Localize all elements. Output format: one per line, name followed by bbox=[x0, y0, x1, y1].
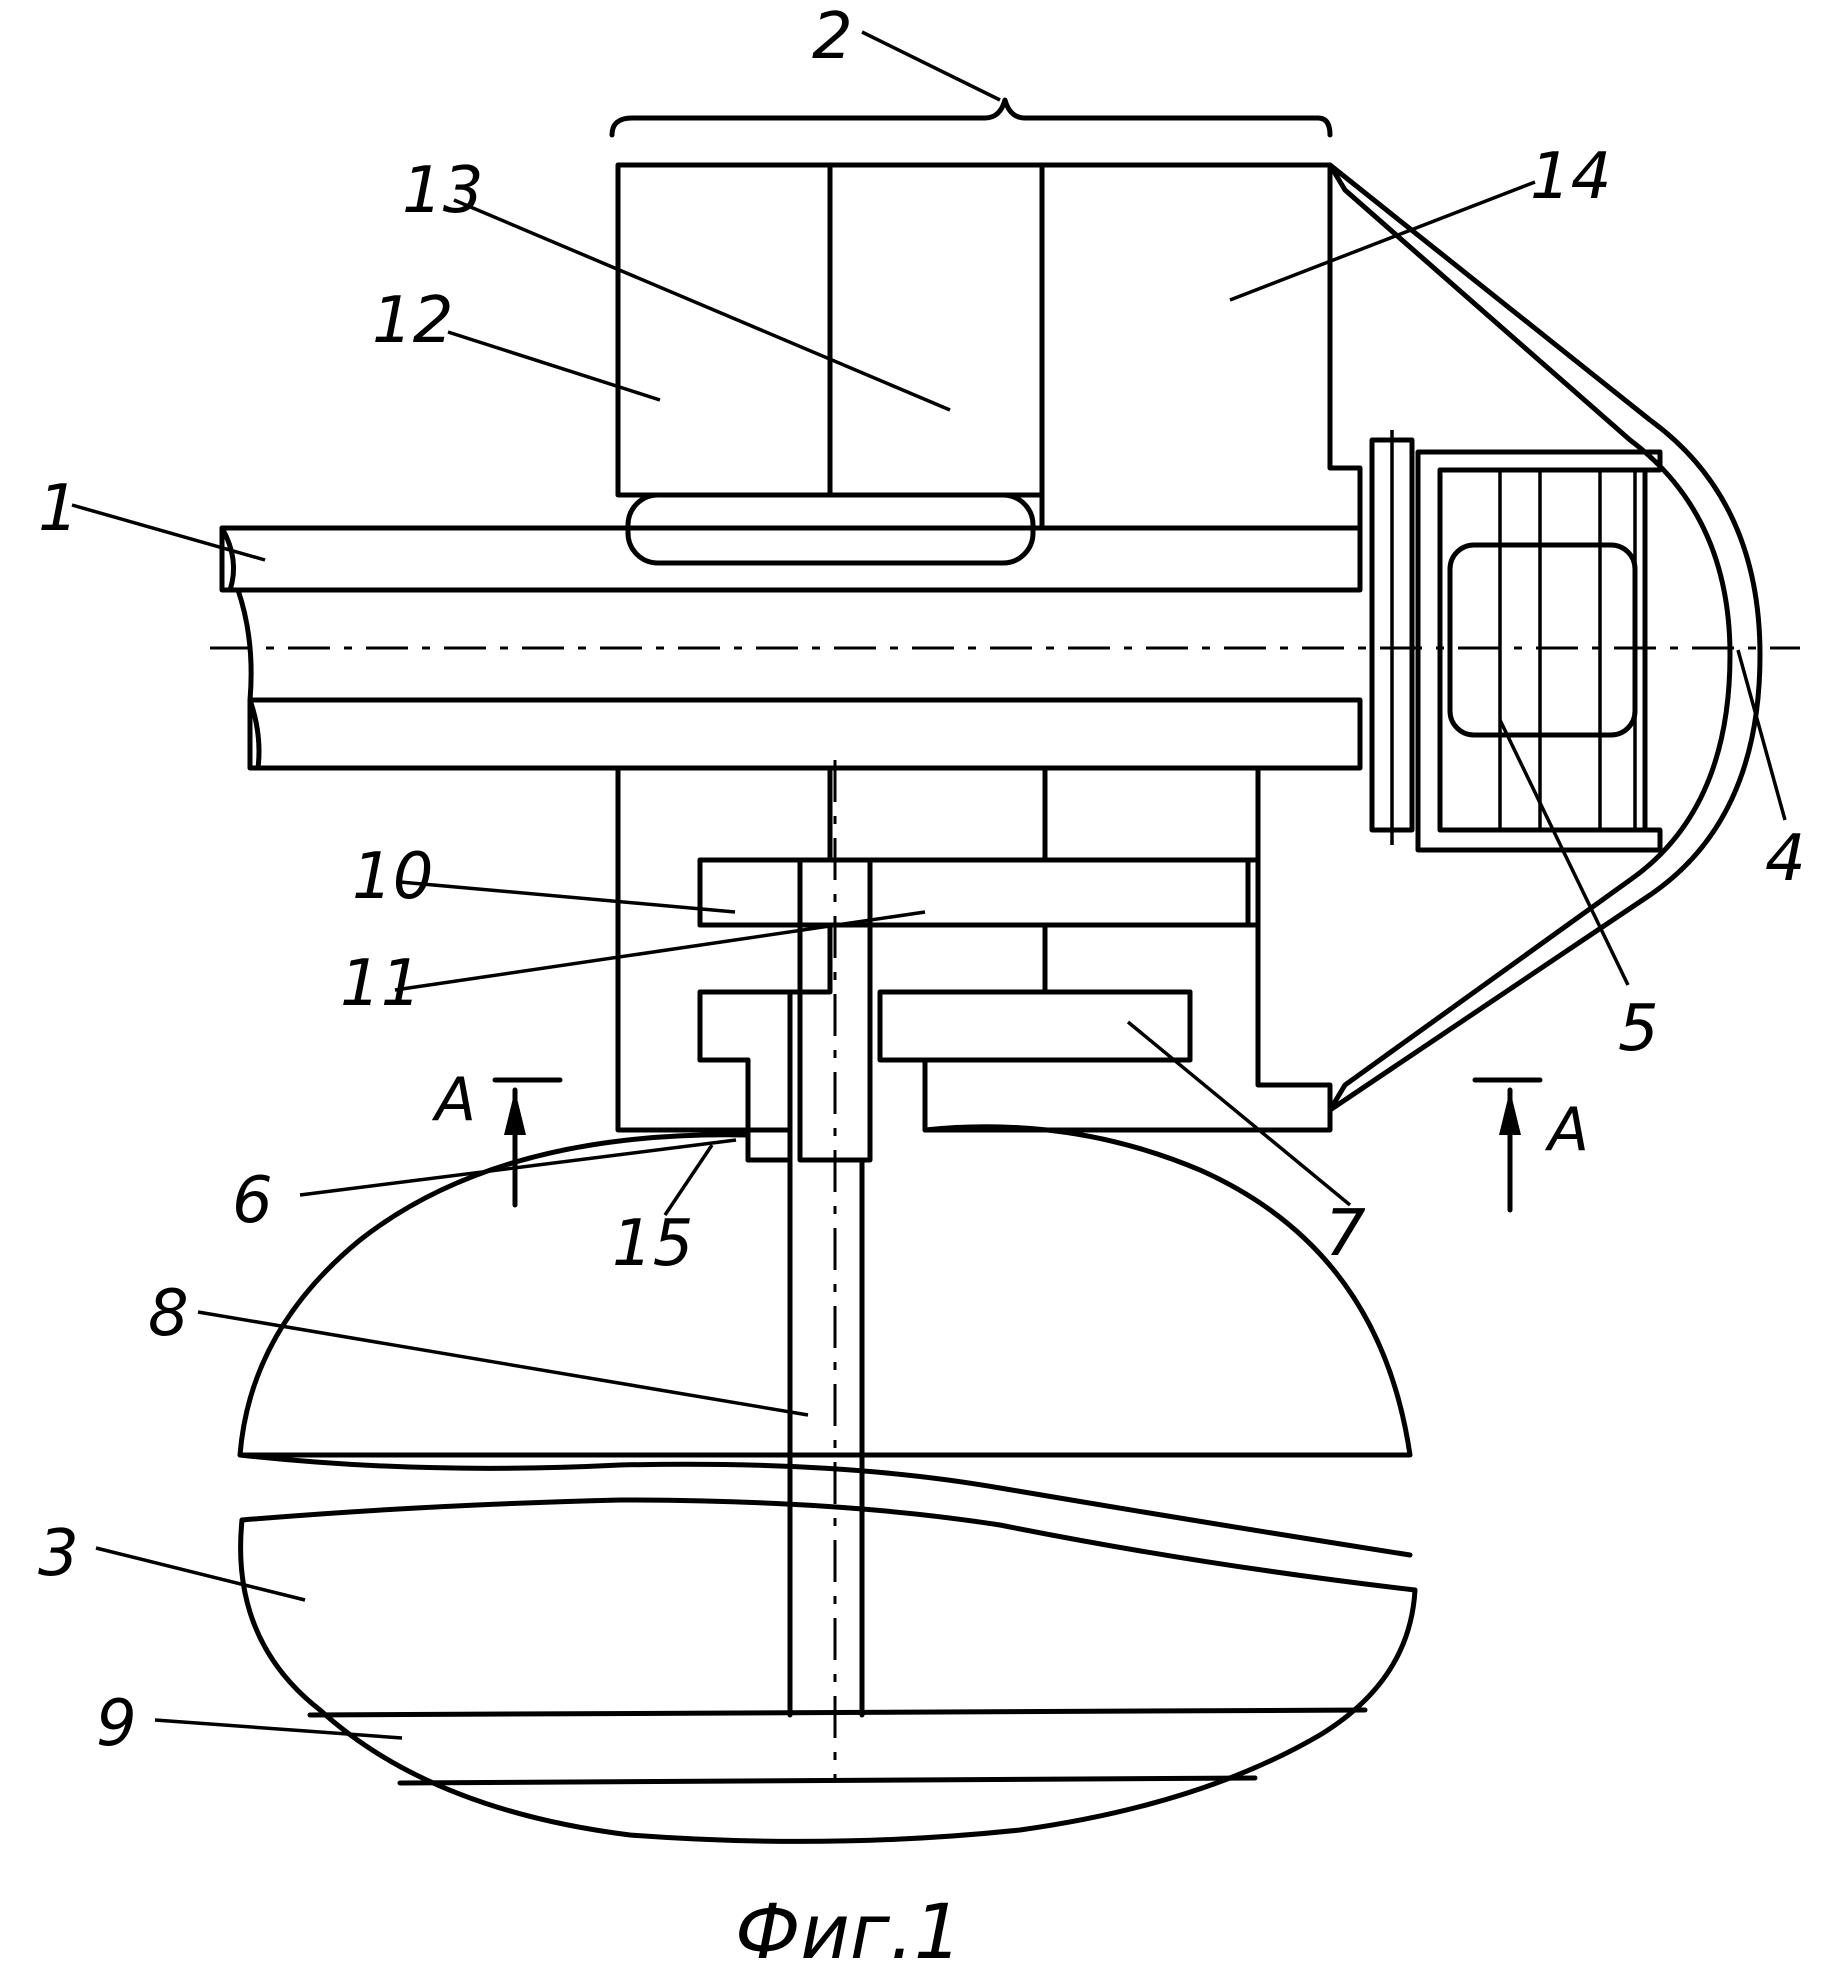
callout-2: 2 bbox=[812, 0, 853, 74]
housing-right bbox=[830, 768, 1330, 1130]
part-14 bbox=[1042, 165, 1360, 528]
section-label-right: A bbox=[1544, 1095, 1589, 1165]
callout-9: 9 bbox=[96, 1687, 137, 1761]
bolt-head bbox=[1450, 545, 1635, 735]
callout-11: 11 bbox=[340, 947, 421, 1021]
callout-1: 1 bbox=[38, 472, 79, 546]
callout-12: 12 bbox=[372, 284, 453, 358]
tube-wall-upper bbox=[222, 528, 1360, 590]
callout-5: 5 bbox=[1618, 992, 1659, 1066]
callout-15: 15 bbox=[612, 1207, 693, 1281]
body-3 bbox=[240, 1127, 1415, 1842]
figure-caption: Фиг.1 bbox=[735, 1887, 962, 1976]
callout-10: 10 bbox=[352, 840, 433, 914]
tube-wall-lower bbox=[250, 700, 1360, 768]
callout-7: 7 bbox=[1325, 1197, 1366, 1271]
body-break-lower bbox=[242, 1500, 1415, 1590]
section-marker-right: A bbox=[1475, 1080, 1589, 1210]
section-label-left: A bbox=[431, 1065, 476, 1135]
leader-lines bbox=[72, 32, 1785, 1738]
callout-13: 13 bbox=[402, 154, 483, 228]
cover-assembly bbox=[1330, 165, 1760, 1110]
callout-labels: 2 1 12 13 14 10 11 4 5 7 6 15 8 3 9 bbox=[38, 0, 1806, 1761]
part-13 bbox=[830, 165, 1042, 495]
brace-2 bbox=[612, 100, 1330, 135]
part-10-plate bbox=[700, 860, 1248, 925]
block-assembly-2 bbox=[618, 165, 1360, 563]
part-5-nut bbox=[1440, 470, 1645, 830]
part-9 bbox=[310, 1710, 1365, 1783]
part-12 bbox=[618, 165, 830, 495]
callout-8: 8 bbox=[148, 1277, 189, 1351]
lower-housing bbox=[618, 760, 1330, 1780]
part-15-lip bbox=[748, 1130, 790, 1160]
body-upper bbox=[240, 1127, 1410, 1455]
callout-6: 6 bbox=[232, 1164, 273, 1238]
part-7-plate bbox=[880, 992, 1190, 1060]
plate-9-top bbox=[310, 1710, 1365, 1715]
callout-4: 4 bbox=[1765, 822, 1806, 896]
callout-3: 3 bbox=[38, 1517, 79, 1591]
callout-14: 14 bbox=[1530, 140, 1611, 214]
plate-9-bottom bbox=[400, 1778, 1255, 1783]
part-4-cover bbox=[1330, 165, 1760, 1110]
